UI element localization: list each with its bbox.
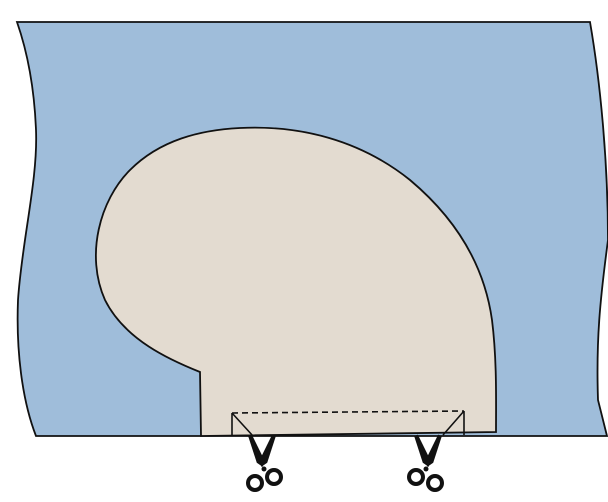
scissors-icon (246, 434, 283, 492)
right-notch (442, 410, 465, 436)
scissors-icon (407, 434, 444, 492)
seam-allowance-marks (231, 410, 465, 437)
seam-dashed-line (231, 410, 465, 414)
left-notch (231, 412, 254, 437)
pattern-piece (94, 126, 497, 437)
